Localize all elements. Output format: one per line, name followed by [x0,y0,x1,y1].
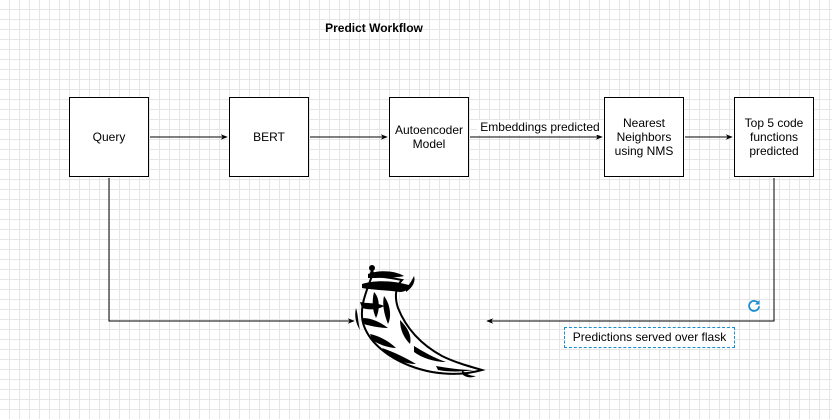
node-top5[interactable]: Top 5 code functions predicted [734,97,814,177]
node-bert[interactable]: BERT [229,97,309,177]
edge-query-flask [108,178,355,324]
edge-label-embeddings[interactable]: Embeddings predicted [477,120,603,135]
node-query[interactable]: Query [69,97,149,177]
diagram-title: Predict Workflow [325,21,423,35]
refresh-icon[interactable] [746,298,762,314]
flask-logo-icon[interactable] [350,262,490,382]
node-nearest-neighbors[interactable]: Nearest Neighbors using NMS [604,97,684,177]
flask-edge-label[interactable]: Predictions served over flask [564,327,735,348]
edge-top5-flask [486,178,775,324]
node-autoencoder[interactable]: Autoencoder Model [389,97,469,177]
